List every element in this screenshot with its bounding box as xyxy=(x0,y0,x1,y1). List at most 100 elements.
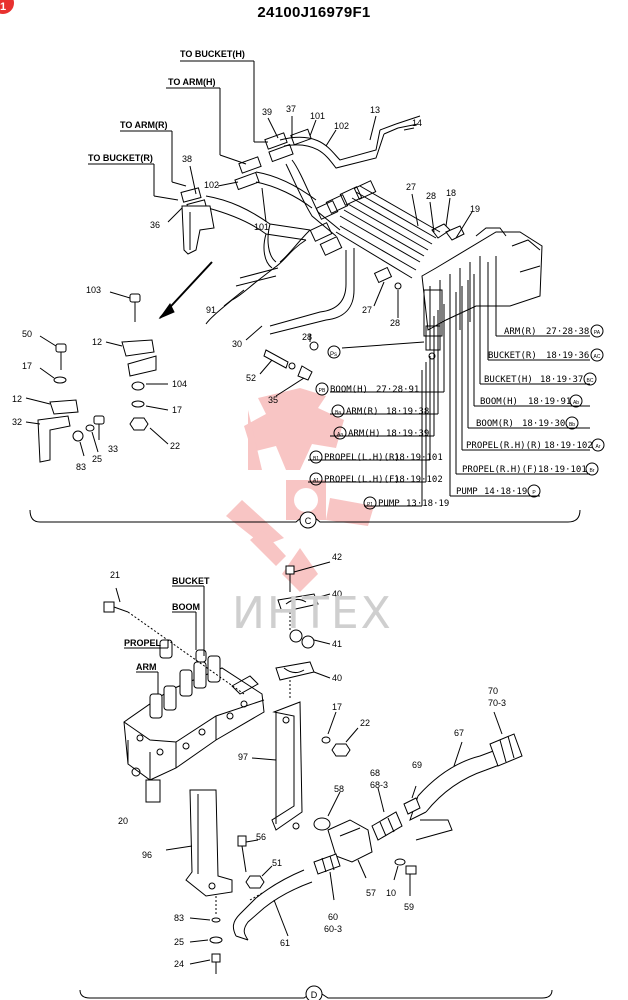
part-27b: 27 xyxy=(362,305,372,315)
label-arm: ARM xyxy=(136,662,157,672)
port-refs: 18·19·37 xyxy=(540,375,583,385)
part-35: 35 xyxy=(268,395,278,405)
section-d xyxy=(79,561,553,999)
port-refs: 18·19·38 xyxy=(386,407,429,417)
port-name: PUMP xyxy=(378,499,400,509)
upper-fittings xyxy=(180,128,312,215)
part-103: 103 xyxy=(86,285,101,295)
label-to-bucket-r: TO BUCKET(R) xyxy=(88,153,153,163)
port-callouts: ARM(R) 27·28·38 PA BUCKET(R) 18·19·36 AC… xyxy=(309,324,605,510)
label-bucket: BUCKET xyxy=(172,576,210,586)
part-17b: 17 xyxy=(172,405,182,415)
part-61: 61 xyxy=(280,938,290,948)
port-refs: 18·19·39 xyxy=(386,429,429,439)
part-83: 83 xyxy=(76,462,86,472)
washer-nut-d xyxy=(321,711,359,757)
lower-hose xyxy=(232,853,341,941)
port-arm-r: ARM(R) 27·28·38 PA xyxy=(504,324,604,338)
port-refs: 18·19·36 xyxy=(546,351,589,361)
port-name: ARM(R) xyxy=(346,407,379,417)
port-code: B1 xyxy=(313,456,319,462)
port-boom-h: BOOM(H) 18·19·91 Ab xyxy=(480,394,583,408)
part-22d: 22 xyxy=(360,718,370,728)
port-name: BUCKET(R) xyxy=(488,351,537,361)
part-38: 38 xyxy=(182,154,192,164)
port-code: BC xyxy=(587,378,594,384)
port-name: BOOM(R) xyxy=(476,419,514,429)
control-valve-body xyxy=(421,223,543,360)
port-name: ARM(R) xyxy=(504,327,537,337)
part-58: 58 xyxy=(334,784,344,794)
port-code: Ba xyxy=(335,410,341,416)
valve-assembly xyxy=(123,639,265,803)
port-refs: 27·28·38 xyxy=(546,327,589,337)
part-68-3: 68-3 xyxy=(370,780,388,790)
label-propel: PROPEL xyxy=(124,638,162,648)
port-pump-right: PUMP 14·18·19 P xyxy=(456,484,541,498)
part-101: 101 xyxy=(310,111,325,121)
port-name: PROPEL(L.H)(F) xyxy=(324,475,400,485)
part-18: 18 xyxy=(446,188,456,198)
arrow-head xyxy=(158,303,175,320)
port-refs: 18·19·102 xyxy=(544,441,593,451)
part-25d: 25 xyxy=(174,937,184,947)
part-40b: 40 xyxy=(332,673,342,683)
port-code: Ar xyxy=(596,444,601,450)
clamp-set xyxy=(275,561,331,700)
watermark-logo xyxy=(226,388,374,592)
part-42: 42 xyxy=(332,552,342,562)
port-name: BOOM(H) xyxy=(480,397,518,407)
section-d-labels: BUCKET BOOM PROPEL ARM xyxy=(124,576,210,672)
port-refs: 18·19·30 xyxy=(522,419,565,429)
part-40: 40 xyxy=(332,589,342,599)
port-code: PA xyxy=(594,330,601,336)
suction-hose xyxy=(409,711,523,841)
port-name: BOOM(H) xyxy=(330,385,368,395)
part-39: 39 xyxy=(262,107,272,117)
part-33: 33 xyxy=(108,444,118,454)
part-60: 60 xyxy=(328,912,338,922)
port-refs: 18·19·101 xyxy=(538,465,587,475)
port-name: PROPEL(R.H)(F) xyxy=(462,465,538,475)
part-51: 51 xyxy=(272,858,282,868)
part-17d: 17 xyxy=(332,702,342,712)
port-code: Aa xyxy=(337,432,343,438)
port-boom-r: BOOM(R) 18·19·30 Bb xyxy=(476,416,579,430)
part-68: 68 xyxy=(370,768,380,778)
port-code: Ab xyxy=(573,400,579,406)
center-fittings xyxy=(309,180,402,290)
section-c xyxy=(25,60,590,523)
part-21: 21 xyxy=(110,570,120,580)
part-28c: 28 xyxy=(302,332,312,342)
port-propel-rh-f: PROPEL(R.H)(F) 18·19·101 Br xyxy=(462,462,599,476)
part-36: 36 xyxy=(150,220,160,230)
port-name: BUCKET(H) xyxy=(484,375,533,385)
port-propel-lh-f: A1 PROPEL(L.H)(F) 18·19·102 xyxy=(309,472,443,486)
port-code: P1 xyxy=(367,502,373,508)
part-27: 27 xyxy=(406,182,416,192)
part-28: 28 xyxy=(426,191,436,201)
port-name: PROPEL(R.H)(R) xyxy=(466,441,542,451)
port-refs: 18·19·102 xyxy=(394,475,443,485)
port-bucket-r: BUCKET(R) 18·19·36 AC xyxy=(488,348,604,362)
part-13: 13 xyxy=(370,105,380,115)
section-c-part-numbers: 39 37 101 102 13 14 38 102 36 101 27 28 … xyxy=(12,104,480,472)
port-refs: 13·18·19 xyxy=(406,499,449,509)
part-28b: 28 xyxy=(390,318,400,328)
port-code: P xyxy=(532,490,536,496)
port-propel-lh-r: B1 PROPEL(L.H)(R) 18·19·101 xyxy=(309,450,443,464)
fasteners-56-51 xyxy=(237,835,273,889)
part-37: 37 xyxy=(286,104,296,114)
part-17: 17 xyxy=(22,361,32,371)
part-20: 20 xyxy=(118,816,128,826)
bolt-21 xyxy=(103,587,245,695)
port-name: PUMP xyxy=(456,487,478,497)
tube-clamp-bracket xyxy=(181,205,215,255)
port-refs: 14·18·19 xyxy=(484,487,527,497)
part-70-3: 70-3 xyxy=(488,698,506,708)
port-code: Bb xyxy=(569,422,575,428)
port-refs: 27·28·91 xyxy=(376,385,419,395)
port-arm-r-left: Ba ARM(R) 18·19·38 xyxy=(331,404,429,418)
port-code: PB xyxy=(319,388,326,394)
part-60-3: 60-3 xyxy=(324,924,342,934)
